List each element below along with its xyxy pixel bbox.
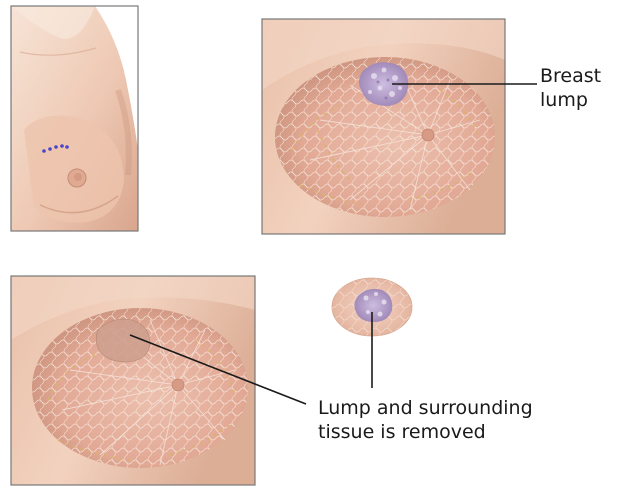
panel-torso [11, 6, 138, 231]
excised-cavity [96, 319, 150, 362]
panel-breast-lump [262, 19, 505, 234]
label-tissue-removed-line2: tissue is removed [318, 420, 533, 444]
label-breast-lump-line1: Breast [540, 64, 601, 88]
label-breast-lump-line2: lump [540, 88, 601, 112]
label-breast-lump: Breast lump [540, 64, 601, 112]
panel-tissue-removed [11, 276, 255, 485]
label-tissue-removed-line1: Lump and surrounding [318, 396, 533, 420]
label-tissue-removed: Lump and surrounding tissue is removed [318, 396, 533, 444]
